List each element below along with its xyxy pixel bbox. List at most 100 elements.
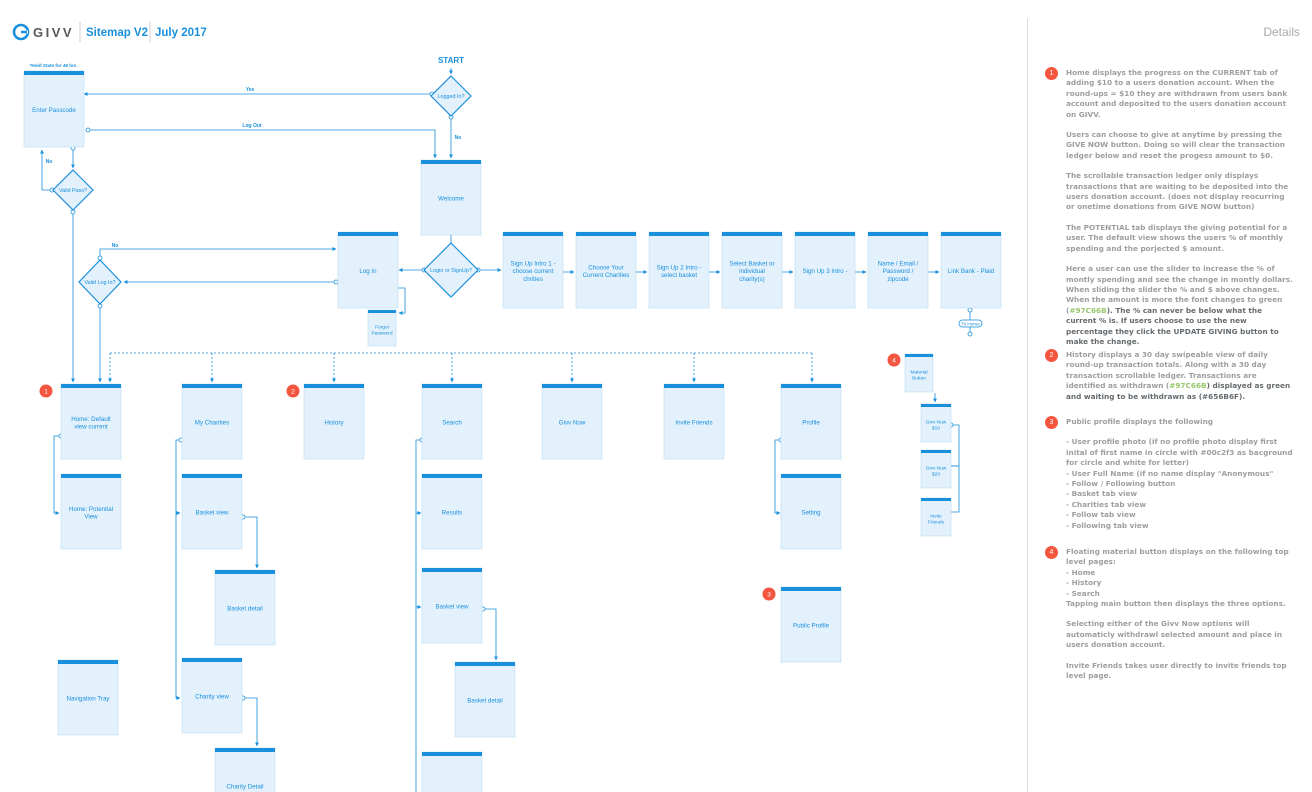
screen-navigation-tray[interactable]: Navigation Tray	[57, 659, 119, 736]
svg-text:To Home: To Home	[961, 322, 980, 327]
note-1-p5: Here a user can use the slider to increa…	[1066, 264, 1293, 346]
screen-label: Search	[442, 420, 462, 427]
note-1-p1: Home displays the progress on the CURREN…	[1066, 68, 1288, 119]
note-3-list: - User profile photo (if no profile phot…	[1066, 437, 1293, 530]
screen-search-basket-view[interactable]: Basket view	[421, 567, 483, 644]
status-bar	[182, 474, 242, 478]
screen-label: History	[324, 420, 344, 427]
screen-charity-view[interactable]: Charity view	[181, 657, 243, 734]
screen-profile[interactable]: Profile	[780, 383, 842, 460]
screen-label: Navigation Tray	[67, 696, 111, 703]
screen-givv-now-20[interactable]: Givv Now$20	[920, 449, 952, 489]
status-bar	[422, 568, 482, 572]
screen-label: Basket view	[195, 510, 229, 517]
screen-label: Profile	[802, 420, 820, 427]
badge-1: 1	[39, 384, 53, 398]
note-2-p1: History displays a 30 day swipeable view…	[1066, 350, 1291, 401]
status-bar	[455, 662, 515, 666]
header: GIVV Sitemap V2 July 2017	[12, 22, 207, 42]
screen-my-charities[interactable]: My Charities	[181, 383, 243, 460]
status-bar	[182, 384, 242, 388]
details-divider	[1027, 18, 1028, 792]
status-bar	[795, 232, 855, 236]
screen-label: Basket view	[435, 604, 469, 611]
details-panel: Details 1 Home displays the progress on …	[1040, 0, 1300, 792]
screen-setting[interactable]: Setting	[780, 473, 842, 550]
status-bar	[422, 752, 482, 756]
svg-text:Valid Log In?: Valid Log In?	[84, 280, 115, 286]
note-4-p3: Invite Friends takes user directly to in…	[1066, 660, 1287, 681]
screen-basket-detail[interactable]: Basket detail	[214, 569, 276, 646]
status-bar	[781, 384, 841, 388]
screen-search-basket-detail[interactable]: Basket detail	[454, 661, 516, 738]
note-2-badge: 2	[1045, 349, 1058, 362]
status-bar	[215, 748, 275, 752]
screen-label: My Charities	[195, 420, 229, 427]
flow-labels: START *Hold State for 48 hrs Yes Log Out…	[30, 56, 465, 249]
status-bar	[503, 232, 563, 236]
note-1-p4: The POTENTIAL tab displays the giving po…	[1066, 222, 1288, 253]
page-date: July 2017	[155, 27, 207, 39]
screen-search[interactable]: Search	[421, 383, 483, 460]
logout-label: Log Out	[242, 123, 261, 129]
screen-extra-bottom[interactable]	[421, 751, 483, 792]
status-bar	[921, 404, 951, 407]
screen-link-bank[interactable]: Link Bank - Plaid	[940, 231, 1002, 309]
badge-4: 4	[887, 353, 901, 367]
decision-logged-in: Logged In?	[430, 75, 472, 117]
svg-text:3: 3	[767, 592, 771, 599]
screen-givv-now[interactable]: Givv Now	[541, 383, 603, 460]
svg-text:Logged In?: Logged In?	[438, 94, 465, 100]
status-bar	[649, 232, 709, 236]
status-bar	[921, 498, 951, 501]
status-bar	[338, 232, 398, 236]
status-bar	[182, 658, 242, 662]
brand-name: GIVV	[33, 25, 74, 40]
screen-invite-friends[interactable]: Invite Friends	[663, 383, 725, 460]
svg-text:4: 4	[892, 358, 896, 365]
note-4-body: Floating material button displays on the…	[1066, 547, 1294, 691]
screen-givv-now-10[interactable]: Givv Now$10	[920, 403, 952, 443]
screen-name-email[interactable]: Name / Email /Password /zipcode	[867, 231, 929, 309]
note-1-p2: Users can choose to give at anytime by p…	[1066, 130, 1285, 160]
start-label: START	[438, 56, 464, 65]
screen-public-profile[interactable]: Public Profile	[780, 586, 842, 663]
screen-charity-detail[interactable]: Charity Detail	[214, 747, 276, 792]
screen-results[interactable]: Results	[421, 473, 483, 550]
screen-label: Welcome	[438, 196, 464, 203]
screen-label: Setting	[801, 510, 821, 517]
note-3-title: Public profile displays the following	[1066, 417, 1214, 426]
screen-label: Charity view	[195, 694, 229, 701]
note-4-badge: 4	[1045, 546, 1058, 559]
screen-enter-passcode[interactable]: Enter Passcode	[23, 70, 85, 148]
badges: 1 2 3 4	[39, 353, 901, 601]
screen-label: Basket detail	[467, 698, 502, 705]
status-bar	[368, 310, 396, 313]
badge-2: 2	[286, 384, 300, 398]
to-home-link[interactable]: To Home	[958, 319, 983, 328]
screen-welcome[interactable]: Welcome	[420, 159, 482, 236]
svg-text:2: 2	[291, 389, 295, 396]
screen-signup-intro-2[interactable]: Sign Up 2 Intro -select basket	[648, 231, 710, 309]
screen-log-in[interactable]: Log In	[337, 231, 399, 309]
screen-label: Link Bank - Plaid	[948, 268, 995, 275]
screen-signup-intro-3[interactable]: Sign Up 3 Intro -	[794, 231, 856, 309]
status-bar	[905, 354, 933, 357]
decision-valid-pass: Valid Pass?	[52, 169, 94, 211]
no-label-valid-login: No	[112, 243, 119, 249]
screen-basket-view[interactable]: Basket view	[181, 473, 243, 550]
screen-history[interactable]: History	[303, 383, 365, 460]
